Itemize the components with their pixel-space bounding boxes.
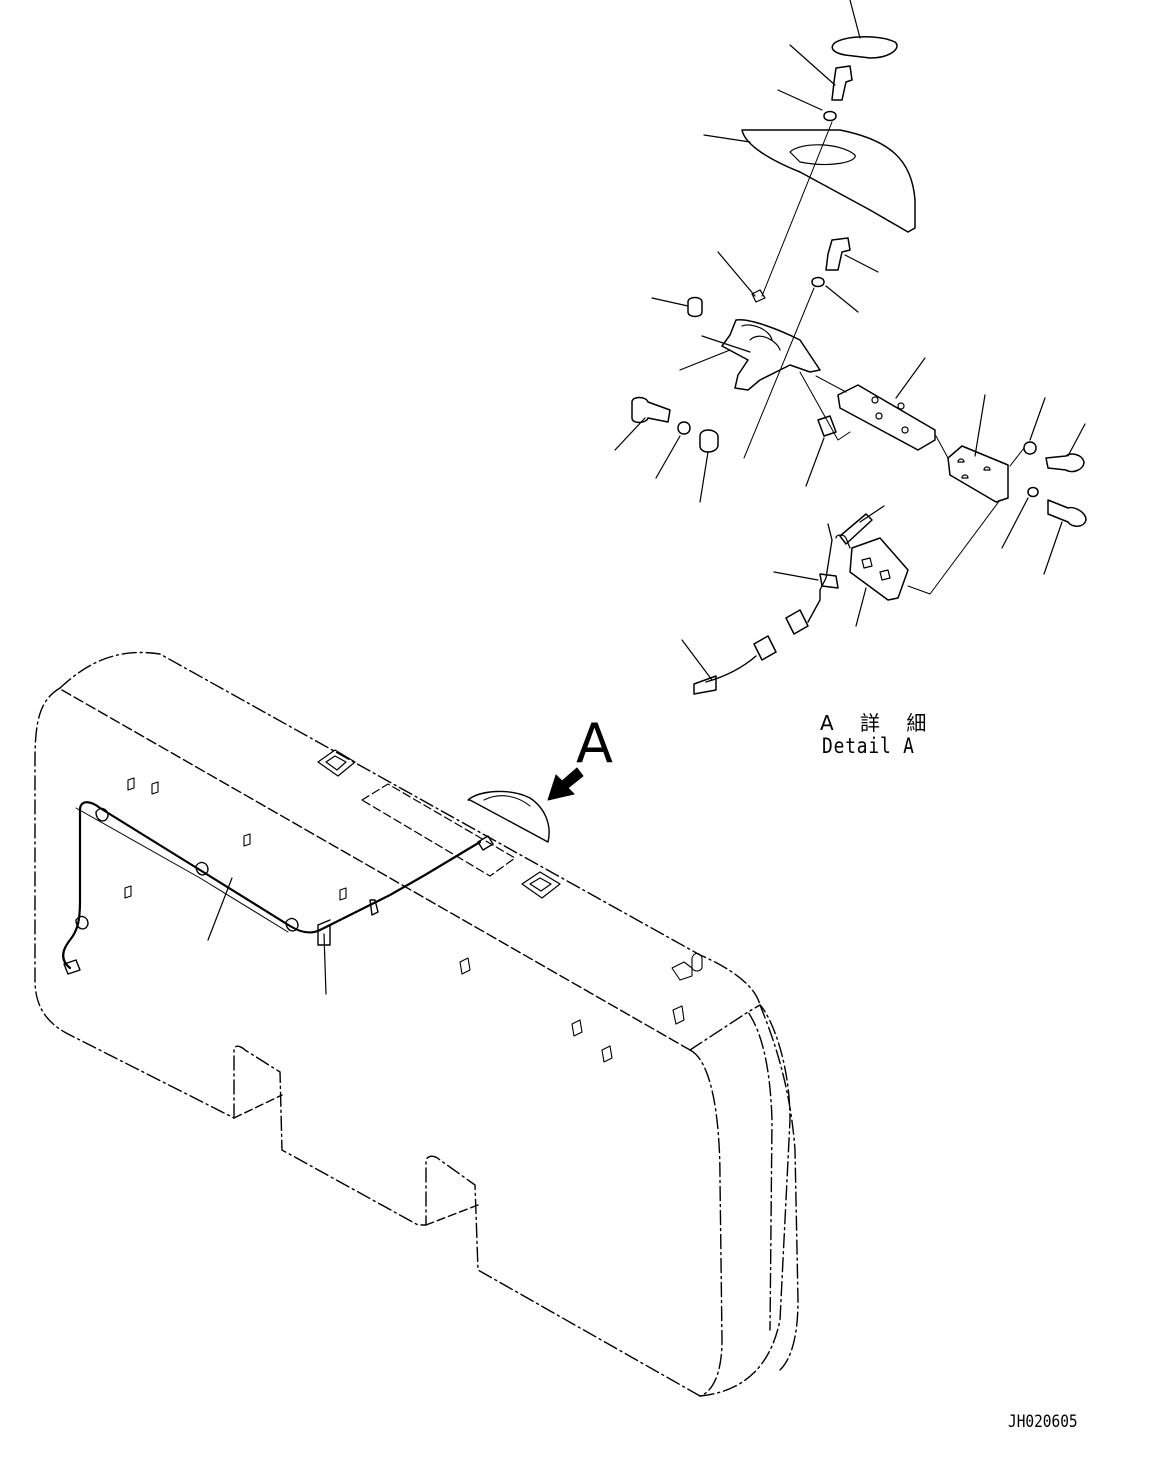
counterweight-right-end [689, 1049, 723, 1397]
counterweight-right-rim [689, 1004, 799, 1371]
drawing-number: JH020605 [1008, 1412, 1078, 1432]
small-key-leader [717, 251, 756, 297]
switch-connector-lead [807, 589, 821, 623]
wire-tag [693, 675, 717, 695]
bolt-top-leader [789, 44, 836, 86]
harness-clip-1 [95, 807, 109, 822]
washer-right-top-leader [1029, 397, 1046, 441]
small-fittings [124, 777, 703, 1063]
bolt-left [631, 396, 671, 424]
washer-left-leader [655, 435, 681, 479]
bolt-left-leader [614, 417, 646, 451]
bolt-top [831, 65, 853, 101]
bolt-right-bottom [1047, 499, 1087, 527]
bolt-right-bottom-leader [1043, 521, 1063, 575]
cap-part [831, 36, 898, 59]
spacer-block-leader [805, 437, 825, 487]
top-pad-left [317, 749, 356, 777]
small-key [751, 289, 766, 303]
harness-clip-2 [75, 915, 89, 930]
top-recess [361, 783, 516, 877]
latch-switch [849, 537, 909, 601]
bolt-middle [825, 237, 851, 271]
cover-plate-hole [789, 144, 856, 166]
counterweight-right-end-outer [699, 1004, 791, 1397]
washer-right-bottom-leader [1001, 497, 1029, 549]
switch-stud [819, 573, 839, 589]
harness-cable [62, 801, 482, 970]
hinge-plate-holes [957, 458, 991, 479]
harness-clip-4 [285, 917, 299, 932]
plug-connector [753, 635, 777, 661]
counterweight-left-edge [34, 687, 235, 1119]
counterweight-body [34, 651, 799, 1397]
top-dome [467, 790, 550, 843]
cover-plate-leader [703, 134, 751, 143]
harness-clamp [317, 899, 379, 946]
latch-bracket-detail [701, 324, 781, 353]
view-a-marker: A [576, 712, 613, 775]
bolt-right-top-leader [1067, 423, 1086, 457]
washer-middle-leader [825, 285, 859, 313]
latch-lever-leader [859, 505, 885, 523]
switch-arm [819, 523, 833, 591]
harness-leader [207, 877, 233, 941]
spacer-block [817, 415, 837, 437]
plug-wire-leader [681, 639, 713, 681]
plug-wire [705, 655, 757, 683]
harness-connector [63, 959, 81, 975]
counterweight-top-outline [59, 651, 761, 1006]
detail-title-en: Detail A [822, 734, 915, 758]
detail-a-parts [614, 0, 1087, 695]
striker-plate-leader [895, 357, 926, 399]
exploded-centerlines [743, 121, 1025, 595]
cap-leader [849, 0, 861, 39]
latch-switch-leader [855, 587, 867, 627]
hinge-plate [947, 445, 1009, 503]
switch-stud-leader [773, 571, 819, 581]
washer-top [823, 110, 837, 122]
counterweight-bottom-notch [233, 1045, 701, 1397]
washer-middle [811, 276, 825, 288]
nut-left-leader [699, 451, 709, 503]
washer-right-top [1023, 441, 1037, 455]
washer-right-bottom [1027, 486, 1039, 498]
top-pad-right [521, 871, 561, 899]
nut-top-left-leader [651, 297, 689, 307]
bracket-leader [679, 349, 731, 371]
view-arrow [547, 767, 584, 801]
hinge-plate-leader [974, 394, 986, 457]
nut-left [699, 429, 719, 453]
counterweight-inner-top [61, 689, 691, 1051]
striker-plate-holes [871, 396, 909, 434]
wire-harness [62, 801, 494, 995]
harness-clip-3 [195, 861, 209, 876]
cover-plate [741, 129, 916, 233]
nut-top-left [687, 296, 703, 318]
washer-top-leader [777, 89, 823, 111]
bolt-middle-leader [844, 254, 879, 273]
counterweight-notch-shadow [233, 1094, 479, 1226]
harness-cable-outline [75, 807, 289, 933]
switch-connector [785, 609, 809, 635]
striker-plate [837, 384, 936, 451]
latch-bracket [721, 319, 821, 391]
top-dome-inner [483, 795, 531, 807]
harness-end-connector [477, 835, 494, 851]
detail-title-jp: A 詳 細 [820, 711, 937, 735]
clamp-leader [323, 933, 327, 995]
bolt-right-top [1045, 453, 1085, 473]
latch-lever [839, 513, 873, 545]
washer-left [677, 421, 691, 435]
